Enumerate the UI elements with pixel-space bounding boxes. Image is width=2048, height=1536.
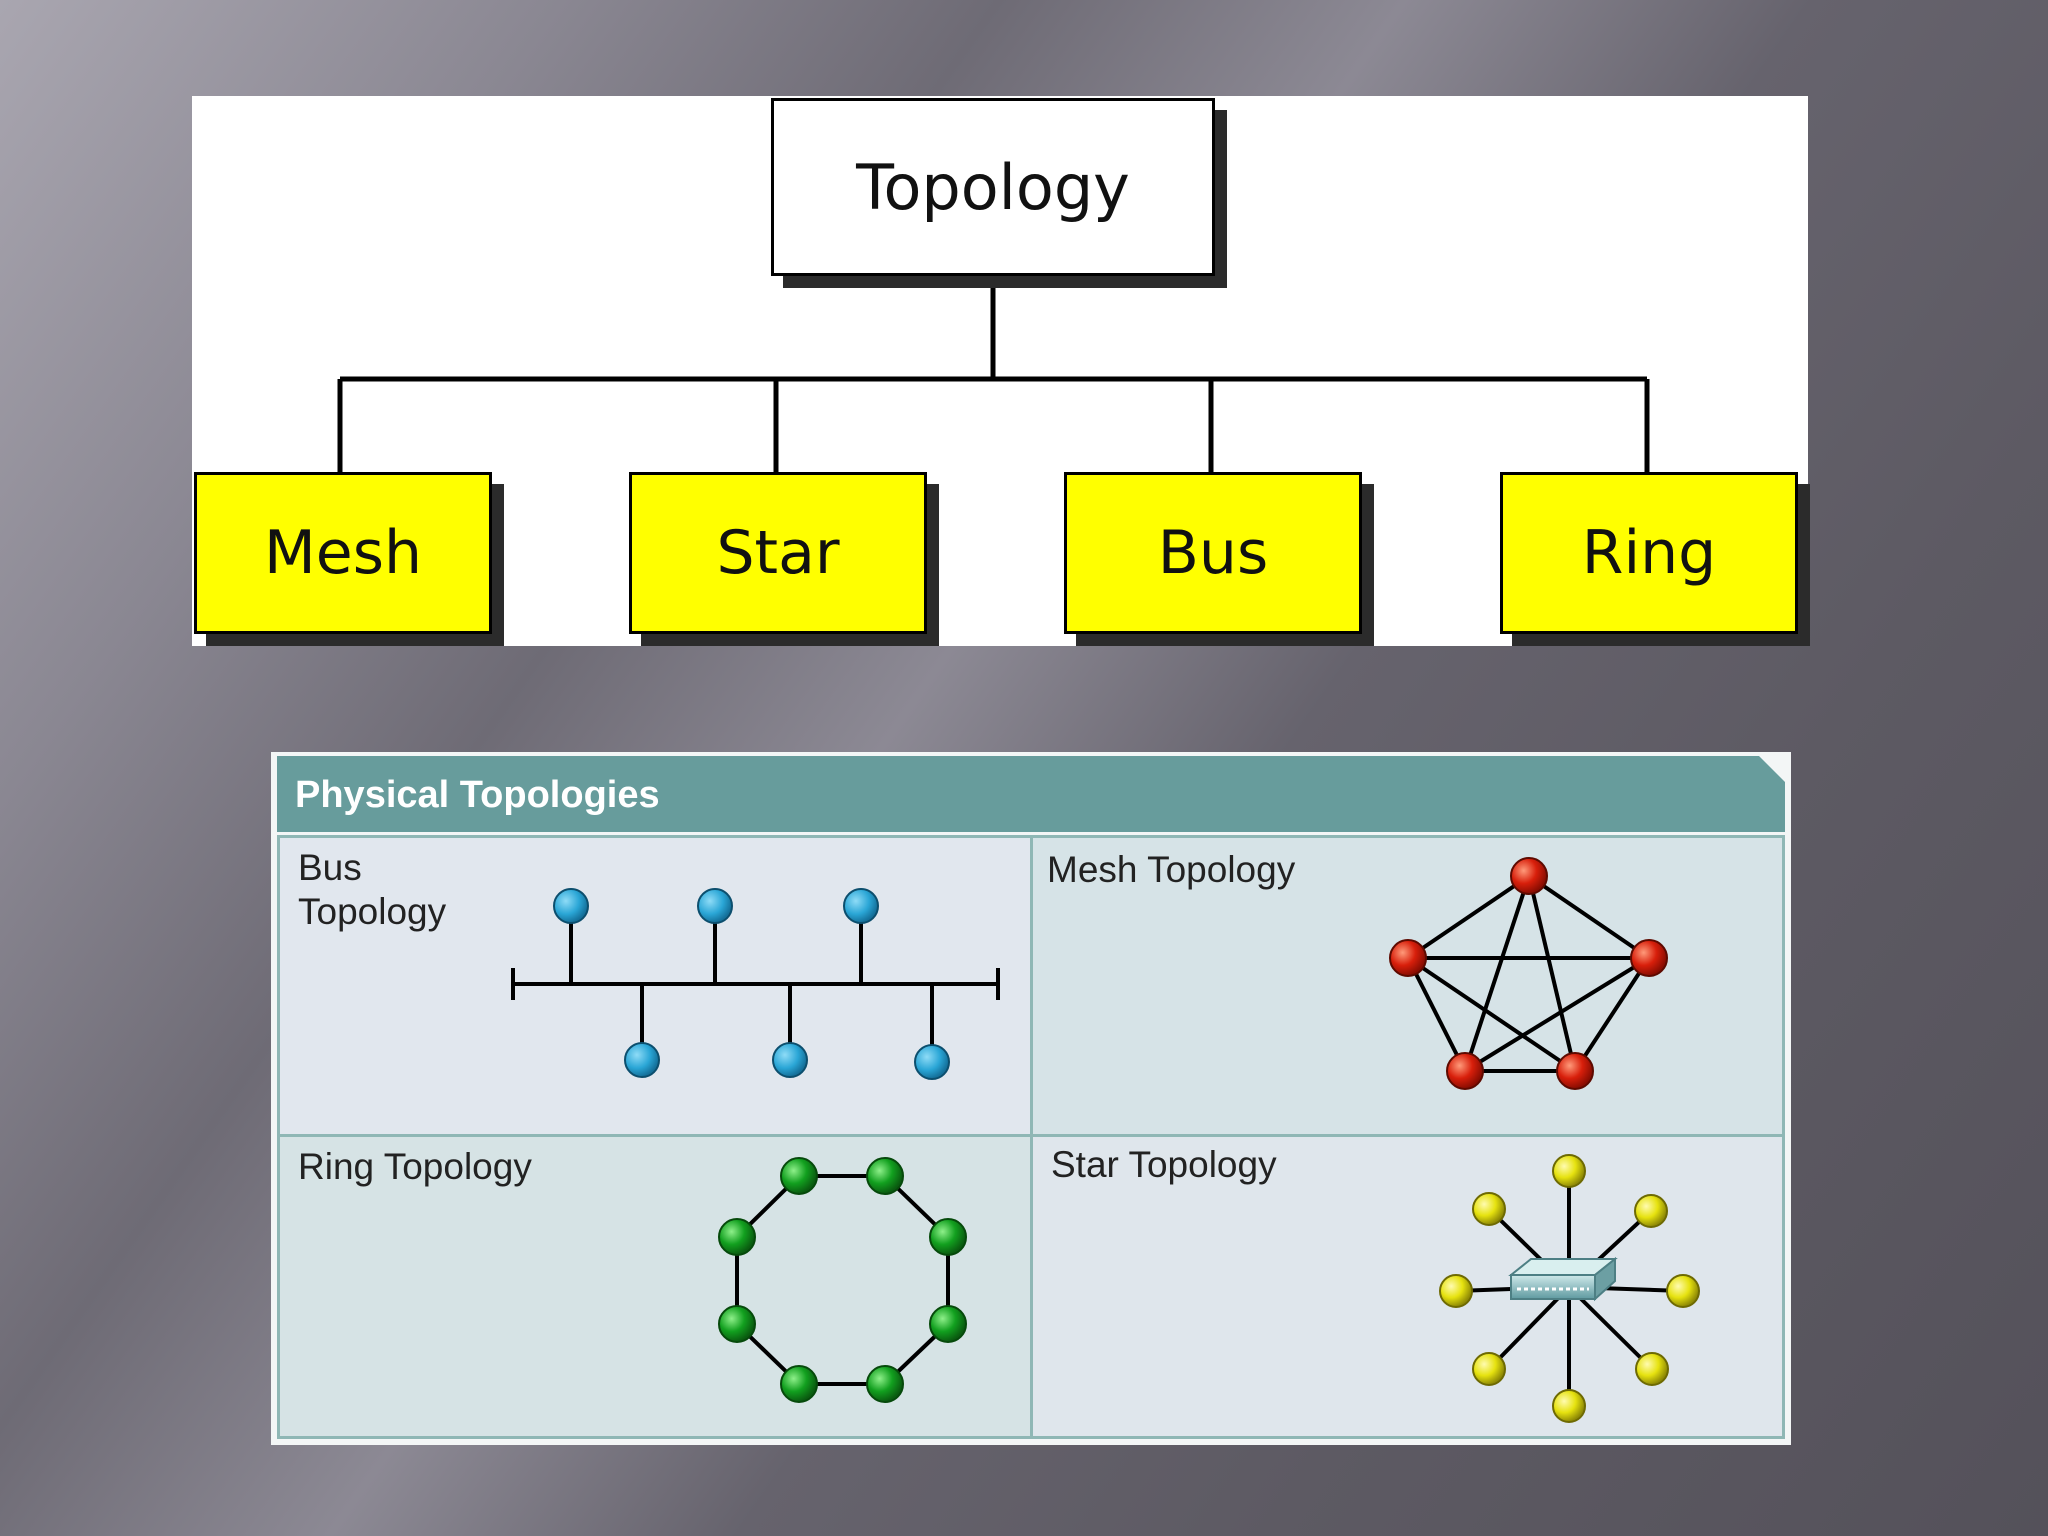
physical-topologies-header: Physical Topologies [277,756,1785,832]
ring-line [735,1174,950,1386]
star-topology-label: Star Topology [1051,1144,1277,1185]
ring-node-5 [866,1365,904,1403]
star-node-right [1666,1274,1700,1308]
ring-topology-label: Ring Topology [298,1146,532,1187]
bus-node: Bus [1064,472,1362,634]
star-node-top-right [1634,1194,1668,1228]
star-node: Star [629,472,927,634]
ring-node-1 [780,1157,818,1195]
star-node-bottom-left [1472,1352,1506,1386]
ring-node-4 [929,1305,967,1343]
topology-root-node: Topology [771,98,1215,276]
star-node-top-left [1472,1192,1506,1226]
star-node-bottom [1552,1389,1586,1423]
topology-tree-panel: Topology Mesh Star Bus Ring [192,96,1808,646]
star-node-bottom-right [1635,1352,1669,1386]
bus-label-line2: Topology [298,891,447,932]
bus-label-line1: Bus [298,847,362,888]
mesh-node-left [1389,939,1427,977]
mesh-diagram [1389,857,1668,1090]
bus-node-1 [553,888,589,924]
mesh-node-right [1630,939,1668,977]
bus-node-4 [624,1042,660,1078]
ring-node-8 [718,1218,756,1256]
mesh-node-bottom-right [1556,1052,1594,1090]
ring-node-7 [718,1305,756,1343]
physical-topologies-panel: Physical Topologies Bus Topology [271,752,1791,1445]
bus-node-6 [914,1044,950,1080]
ring-node-2 [866,1157,904,1195]
physical-topologies-title: Physical Topologies [295,774,660,816]
switch-hub [1508,1256,1618,1302]
bus-node-5 [772,1042,808,1078]
star-node-left [1439,1274,1473,1308]
tree-connectors [337,276,1650,472]
bus-node-3 [843,888,879,924]
ring-node-6 [780,1365,818,1403]
mesh-topology-label: Mesh Topology [1047,849,1296,890]
ring-node: Ring [1500,472,1798,634]
star-diagram [1439,1154,1700,1423]
bus-node-2 [697,888,733,924]
ring-node-3 [929,1218,967,1256]
bus-topology-label: Bus Topology [298,846,446,934]
ring-topology-cell: Ring Topology [277,1134,1033,1439]
ring-diagram [718,1157,967,1403]
star-topology-cell: Star Topology [1030,1134,1785,1439]
mesh-node-bottom-left [1446,1052,1484,1090]
star-node-top [1552,1154,1586,1188]
mesh-topology-cell: Mesh Topology [1030,835,1785,1137]
bus-diagram [511,888,1000,1080]
mesh-node-top [1510,857,1548,895]
mesh-node: Mesh [194,472,492,634]
bus-topology-cell: Bus Topology [277,835,1033,1137]
